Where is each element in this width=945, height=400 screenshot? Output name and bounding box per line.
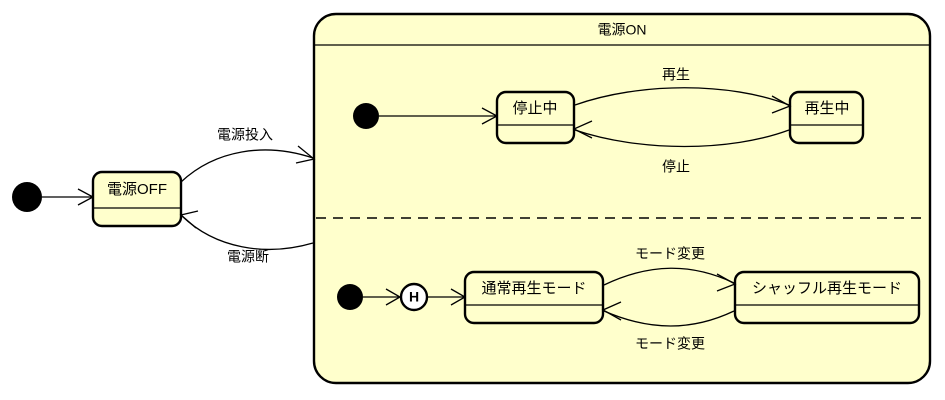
transition-label-power-on-event: 電源投入 [217, 127, 273, 143]
state-shuffle-play-mode-label: シャッフル再生モード [752, 280, 902, 297]
arrow-head-icon [295, 145, 316, 164]
transition-label-power-off-event: 電源断 [227, 249, 269, 265]
transition-line [603, 310, 735, 327]
state-normal-play-mode-label: 通常再生モード [481, 280, 586, 297]
state-shuffle-play-mode[interactable]: シャッフル再生モード [733, 270, 921, 325]
transition-power-on-event[interactable]: 電源投入 [180, 127, 316, 183]
transition-label-play-event: 再生 [662, 67, 690, 83]
transition-line [574, 129, 790, 148]
state-power-off-label: 電源OFF [107, 181, 167, 198]
history-glyph-label: H [409, 289, 419, 305]
initial-pseudostate-top-region[interactable] [353, 103, 379, 129]
arrow-head-icon [179, 210, 199, 229]
state-stopped-label: 停止中 [512, 100, 557, 117]
composite-state-title: 電源ON [598, 22, 647, 38]
transition-initial-to-power-off[interactable] [42, 188, 95, 206]
transition-line [181, 215, 314, 251]
history-node-circle [399, 282, 429, 312]
composite-state-power-on[interactable]: 電源ON [312, 12, 932, 385]
transition-label-mode-change-top: モード変更 [635, 246, 705, 262]
transition-mode-change-bottom[interactable]: モード変更 [601, 301, 735, 352]
state-normal-play-mode[interactable]: 通常再生モード [463, 270, 605, 325]
arrow-head-icon [716, 273, 737, 292]
composite-state-body [312, 12, 932, 385]
initial-node-circle [12, 182, 42, 212]
arrow-head-icon [771, 95, 792, 114]
state-power-off-body [91, 170, 183, 228]
transition-line [180, 149, 314, 183]
state-stopped[interactable]: 停止中 [495, 90, 576, 145]
state-playing[interactable]: 再生中 [788, 90, 865, 145]
transition-label-stop-event: 停止 [662, 159, 690, 175]
initial-pseudostate-root[interactable] [12, 182, 42, 212]
state-playing-body [788, 90, 865, 145]
state-playing-label: 再生中 [804, 100, 849, 117]
transition-line [603, 267, 735, 286]
transition-line [574, 87, 790, 106]
transition-label-mode-change-bottom: モード変更 [635, 336, 705, 352]
transition-stop-event[interactable]: 停止 [572, 120, 790, 175]
initial-node-circle [337, 284, 363, 310]
arrow-head-icon [572, 120, 593, 139]
transition-play-event[interactable]: 再生 [574, 67, 792, 114]
state-normal-play-mode-body [463, 270, 605, 325]
history-pseudostate[interactable]: H [399, 282, 429, 312]
initial-pseudostate-bottom-region[interactable] [337, 284, 363, 310]
transition-mode-change-top[interactable]: モード変更 [603, 246, 737, 292]
state-power-off[interactable]: 電源OFF [91, 170, 183, 228]
transition-power-off-event[interactable]: 電源断 [179, 210, 314, 265]
state-shuffle-play-mode-body [733, 270, 921, 325]
arrow-head-icon [601, 301, 622, 321]
initial-node-circle [353, 103, 379, 129]
state-stopped-body [495, 90, 576, 145]
